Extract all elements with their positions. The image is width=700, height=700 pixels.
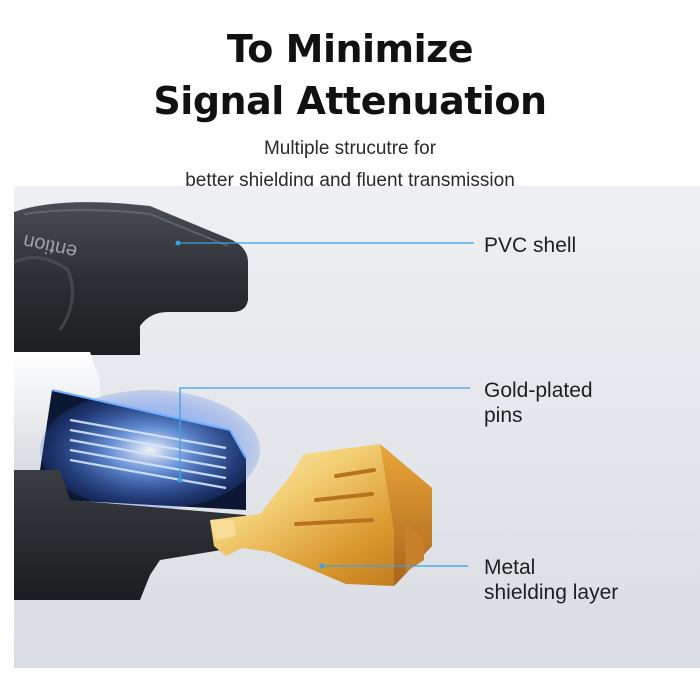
callout-pvc-shell-label: PVC shell xyxy=(484,234,577,257)
callout-gold-pins-line2: pins xyxy=(484,404,523,427)
bottom-shell xyxy=(14,470,252,600)
callout-dots xyxy=(175,240,325,569)
subtitle-line-1: Multiple strucutre for xyxy=(263,138,437,159)
callout-metal-layer: Metal shielding layer xyxy=(484,555,618,605)
callout-gold-pins: Gold-plated pins xyxy=(484,378,593,428)
callout-pvc-shell: PVC shell xyxy=(484,233,576,258)
title-line-2: Signal Attenuation xyxy=(153,79,547,123)
callout-gold-pins-line1: Gold-plated xyxy=(484,379,593,402)
title-line-1: To Minimize xyxy=(226,27,474,71)
pvc-shell: ention xyxy=(13,202,248,355)
callout-metal-layer-line2: shielding layer xyxy=(484,581,619,604)
subtitle-line-2: better shielding and fluent transmission xyxy=(185,170,515,191)
pin-block xyxy=(40,389,260,510)
callout-lines xyxy=(178,242,474,567)
gold-connector xyxy=(210,444,432,586)
callout-metal-layer-line1: Metal xyxy=(484,556,536,579)
